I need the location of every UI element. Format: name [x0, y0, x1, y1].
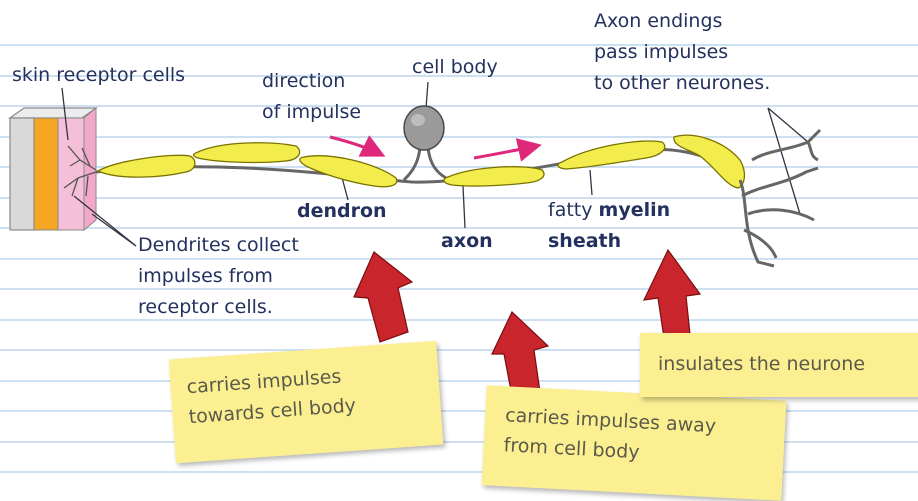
sticky-note-axon: carries impulses away from cell body — [482, 385, 787, 501]
label-axon-endings-line2: pass impulses — [594, 37, 770, 68]
impulse-arrow-left — [330, 137, 380, 154]
label-dendrites-collect: Dendrites collect impulses from receptor… — [138, 230, 299, 323]
red-arrow-dendron — [354, 252, 412, 342]
label-dendrites-line3: receptor cells. — [138, 292, 299, 323]
label-skin-receptor-cells: skin receptor cells — [12, 60, 185, 91]
label-fatty: fatty — [548, 199, 592, 221]
label-myelin: myelin — [599, 199, 671, 221]
red-arrow-axon — [492, 312, 548, 396]
label-sheath: sheath — [548, 226, 670, 257]
label-cell-body: cell body — [412, 52, 498, 83]
myelin-segment — [674, 135, 745, 188]
label-axon-endings: Axon endings pass impulses to other neur… — [594, 6, 770, 99]
label-dendrites-line1: Dendrites collect — [138, 230, 299, 261]
sticky-note-dendron: carries impulses towards cell body — [169, 341, 444, 463]
myelin-segment — [558, 141, 665, 169]
red-arrow-myelin — [644, 250, 700, 338]
myelin-segment — [98, 155, 195, 177]
label-direction-line2: of impulse — [262, 97, 361, 128]
label-axon-endings-line3: to other neurones. — [594, 68, 770, 99]
sticky-note-myelin: insulates the neurone — [640, 333, 918, 397]
note-myelin-line1: insulates the neurone — [658, 349, 908, 379]
cell-body — [404, 106, 446, 180]
label-fatty-myelin-sheath: fatty myelin sheath — [548, 195, 670, 257]
label-axon-endings-line1: Axon endings — [594, 6, 770, 37]
skin-block — [10, 108, 96, 230]
label-direction-of-impulse: direction of impulse — [262, 66, 361, 128]
impulse-arrow-right — [474, 146, 536, 158]
myelin-segment — [444, 167, 544, 186]
label-direction-line1: direction — [262, 66, 361, 97]
label-axon: axon — [441, 226, 493, 257]
label-fatty-myelin-line1: fatty myelin — [548, 195, 670, 226]
myelin-segment — [194, 143, 300, 163]
label-dendron: dendron — [297, 196, 387, 227]
label-dendrites-line2: impulses from — [138, 261, 299, 292]
